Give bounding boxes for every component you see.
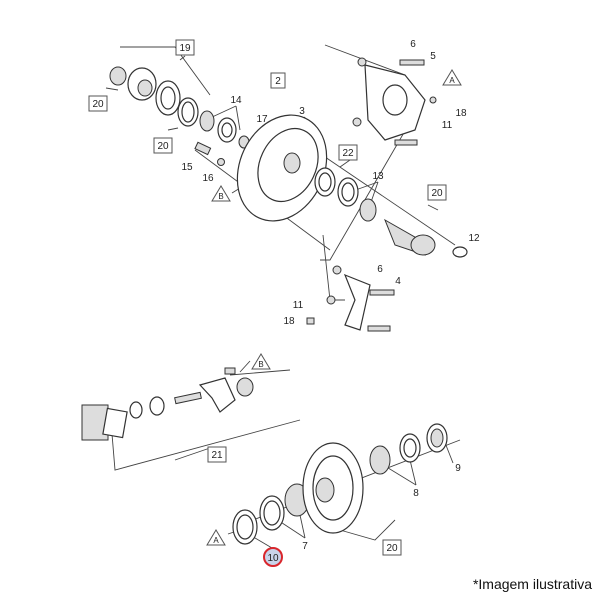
label-box-19: 19 [175, 39, 195, 56]
part-number: 9 [455, 463, 461, 474]
differential-housing [236, 114, 328, 222]
part-number: 17 [256, 114, 268, 125]
svg-text:21: 21 [211, 450, 223, 461]
label-box-21: 21 [207, 446, 227, 463]
pinion-shaft-assembly [109, 66, 250, 166]
bracket-a [352, 57, 437, 146]
part-number: 18 [455, 108, 467, 119]
bracket-b [306, 265, 395, 332]
label-box-20: 20 [382, 539, 402, 556]
svg-text:A: A [449, 76, 455, 85]
svg-text:10: 10 [267, 553, 279, 564]
reference-triangle-b: B [251, 353, 271, 370]
shift-fork-assembly [81, 367, 254, 441]
label-box-2: 2 [270, 72, 286, 89]
ring-gear-assembly [232, 423, 448, 545]
svg-text:20: 20 [386, 543, 398, 554]
part-number: 18 [283, 316, 295, 327]
svg-text:2: 2 [275, 76, 281, 87]
svg-text:20: 20 [157, 141, 169, 152]
reference-triangle-a: A [442, 69, 462, 86]
part-number: 4 [395, 276, 401, 287]
svg-text:A: A [213, 536, 219, 545]
part-number: 15 [181, 162, 193, 173]
part-number: 12 [468, 233, 480, 244]
highlighted-part-10[interactable]: 10 [263, 547, 283, 567]
part-number: 13 [372, 171, 384, 182]
svg-text:20: 20 [92, 99, 104, 110]
part-number: 8 [413, 488, 419, 499]
label-box-20: 20 [427, 184, 447, 201]
svg-text:22: 22 [342, 148, 354, 159]
part-number: 14 [230, 95, 242, 106]
svg-text:B: B [258, 360, 263, 369]
reference-triangle-a: A [206, 529, 226, 546]
label-box-22: 22 [338, 144, 358, 161]
illustrative-image-caption: *Imagem ilustrativa [472, 576, 592, 592]
part-number: 6 [377, 264, 383, 275]
part-number: 11 [293, 300, 304, 311]
label-box-20: 20 [153, 137, 173, 154]
reference-triangle-b: B [211, 185, 231, 202]
label-box-20: 20 [88, 95, 108, 112]
svg-text:19: 19 [179, 43, 191, 54]
part-number: 5 [430, 51, 436, 62]
part-number: 3 [299, 106, 305, 117]
right-bearings [314, 167, 468, 258]
part-number: 7 [302, 541, 308, 552]
svg-text:20: 20 [431, 188, 443, 199]
svg-text:B: B [218, 192, 223, 201]
part-number: 16 [202, 173, 214, 184]
part-number: 11 [442, 120, 453, 131]
part-number: 6 [410, 39, 416, 50]
